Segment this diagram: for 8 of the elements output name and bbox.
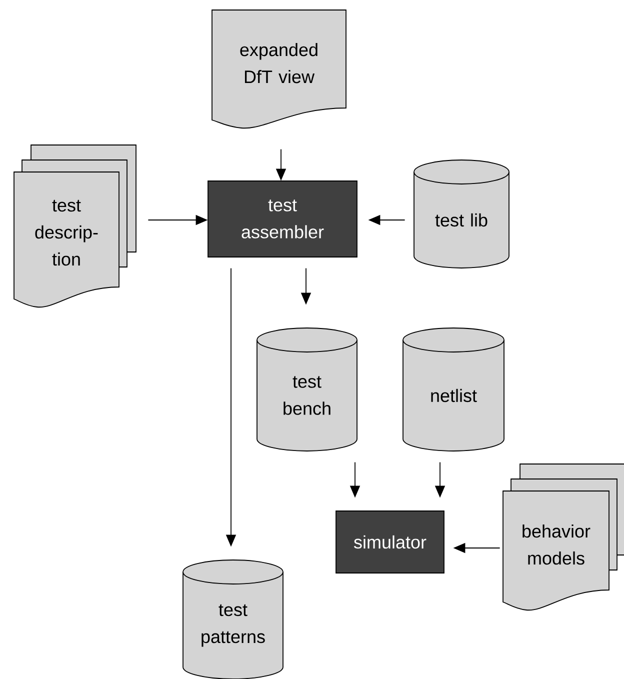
document-stack: behavior models bbox=[502, 464, 624, 610]
database-cylinder: netlist bbox=[402, 328, 504, 452]
process-box: simulator bbox=[336, 510, 444, 574]
database-cylinder: test patterns bbox=[182, 560, 284, 679]
database-cylinder: test lib bbox=[414, 160, 510, 268]
process-box: test assembler bbox=[208, 180, 358, 258]
document-stack: test descrip-tion bbox=[14, 144, 136, 308]
database-cylinder: test bench bbox=[256, 328, 358, 452]
